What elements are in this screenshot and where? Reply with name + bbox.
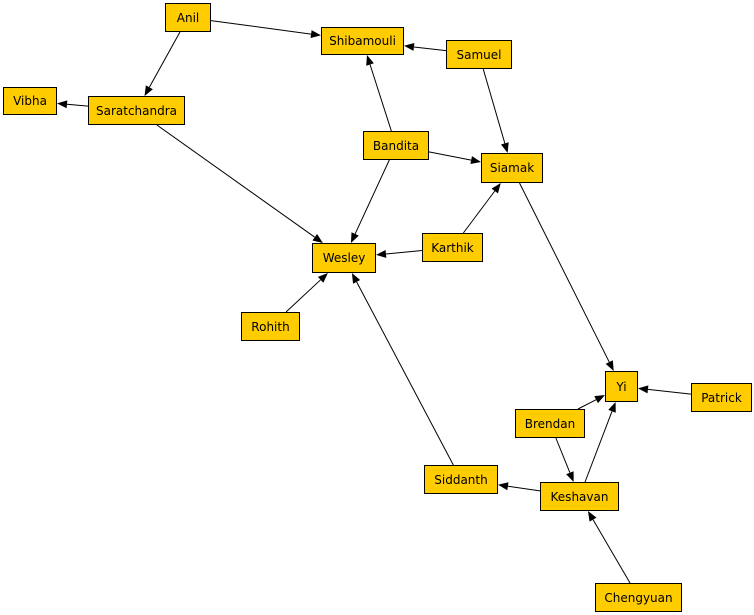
edge-brendan-to-keshavan <box>555 437 574 482</box>
edge-line <box>356 281 454 466</box>
arrowhead-icon <box>376 249 387 258</box>
edge-line <box>385 249 423 255</box>
edge-line <box>482 68 506 144</box>
edge-rohith-to-wesley <box>285 273 328 313</box>
edge-brendan-to-yi <box>577 395 605 410</box>
edge-patrick-to-yi <box>638 385 692 395</box>
node-saratchandra[interactable]: Saratchandra <box>88 96 185 125</box>
edge-keshavan-to-yi <box>584 402 616 483</box>
arrowhead-icon <box>350 232 359 243</box>
edge-line <box>413 46 447 52</box>
edge-saratchandra-to-wesley <box>156 124 323 243</box>
node-anil[interactable]: Anil <box>165 3 211 32</box>
edge-line <box>156 124 316 238</box>
edge-line <box>555 437 571 473</box>
node-wesley[interactable]: Wesley <box>312 243 376 273</box>
edge-samuel-to-siamak <box>482 68 509 153</box>
edge-line <box>577 399 597 410</box>
edge-line <box>66 103 89 107</box>
arrowhead-icon <box>566 471 574 482</box>
edge-line <box>462 190 496 234</box>
edge-line <box>519 182 610 363</box>
edge-bandita-to-shibamouli <box>366 55 392 132</box>
arrowhead-icon <box>498 482 509 491</box>
arrowhead-icon <box>638 385 649 394</box>
edge-line <box>285 279 321 313</box>
edge-keshavan-to-siddanth <box>498 482 541 492</box>
arrowhead-icon <box>366 55 374 66</box>
arrowhead-icon <box>594 395 605 404</box>
node-chengyuan[interactable]: Chengyuan <box>595 583 682 612</box>
arrowhead-icon <box>470 156 481 165</box>
arrowhead-icon <box>317 273 328 283</box>
edge-line <box>148 31 181 88</box>
node-vibha[interactable]: Vibha <box>3 87 57 115</box>
node-siamak[interactable]: Siamak <box>481 153 543 183</box>
arrowhead-icon <box>608 402 616 413</box>
arrowhead-icon <box>501 142 509 153</box>
node-samuel[interactable]: Samuel <box>446 40 512 69</box>
edge-line <box>647 388 692 395</box>
node-patrick[interactable]: Patrick <box>691 383 752 412</box>
arrowhead-icon <box>351 273 361 284</box>
arrowhead-icon <box>587 511 597 522</box>
edge-anil-to-saratchandra <box>144 31 181 96</box>
edge-line <box>210 20 312 35</box>
edge-karthik-to-wesley <box>376 249 423 258</box>
node-karthik[interactable]: Karthik <box>422 233 483 262</box>
edge-siamak-to-yi <box>519 182 614 371</box>
arrowhead-icon <box>605 360 614 371</box>
node-shibamouli[interactable]: Shibamouli <box>321 27 404 55</box>
node-rohith[interactable]: Rohith <box>241 312 300 341</box>
edge-line <box>428 151 472 161</box>
edge-line <box>369 64 392 132</box>
node-brendan[interactable]: Brendan <box>515 409 585 438</box>
edge-siddanth-to-wesley <box>351 273 454 466</box>
arrowhead-icon <box>57 100 68 109</box>
node-bandita[interactable]: Bandita <box>363 131 429 160</box>
edge-samuel-to-shibamouli <box>404 42 447 52</box>
node-siddanth[interactable]: Siddanth <box>424 465 498 494</box>
node-keshavan[interactable]: Keshavan <box>540 482 619 511</box>
edge-karthik-to-siamak <box>462 183 501 234</box>
arrowhead-icon <box>144 85 153 96</box>
node-yi[interactable]: Yi <box>605 371 638 402</box>
edge-line <box>592 519 631 584</box>
edge-saratchandra-to-vibha <box>57 100 89 109</box>
edge-bandita-to-wesley <box>350 159 390 243</box>
edge-line <box>507 485 541 492</box>
arrowhead-icon <box>491 183 501 194</box>
edge-chengyuan-to-keshavan <box>587 511 631 584</box>
edge-line <box>354 159 390 235</box>
edge-line <box>584 411 613 483</box>
edge-anil-to-shibamouli <box>210 20 321 39</box>
arrowhead-icon <box>310 30 321 39</box>
arrowhead-icon <box>404 42 415 51</box>
arrowhead-icon <box>312 233 323 243</box>
edge-bandita-to-siamak <box>428 151 481 165</box>
